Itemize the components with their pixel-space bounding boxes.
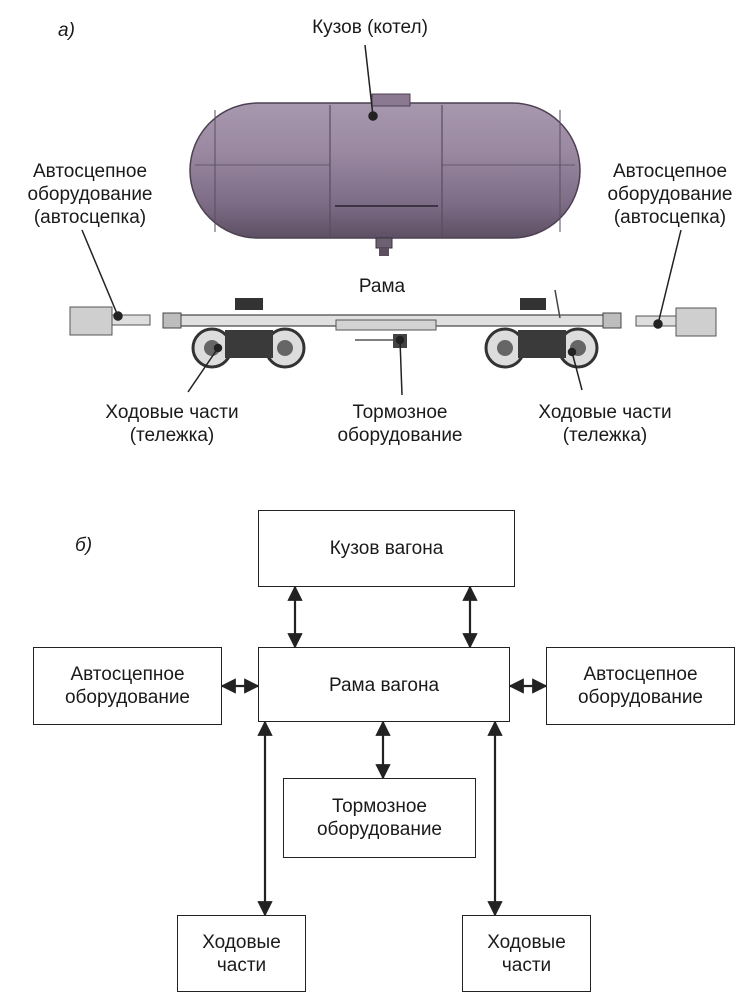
tank-body xyxy=(189,93,581,256)
bogie-left xyxy=(191,327,306,369)
bogie-right xyxy=(484,327,599,369)
callout-bogie-left: Ходовые части (тележка) xyxy=(105,402,239,446)
panel-b-label: б) xyxy=(75,535,93,556)
box-bogie-right: Ходовые части xyxy=(462,915,591,992)
panel-a-label: а) xyxy=(58,20,75,41)
callout-body: Кузов (котел) xyxy=(312,17,428,38)
callout-coupler-left: Автосцепное оборудование (автосцепка) xyxy=(27,161,153,228)
box-car-frame: Рама вагона xyxy=(258,647,510,722)
box-brake-equipment: Тормозное оборудование xyxy=(283,778,476,858)
callout-frame: Рама xyxy=(358,276,406,297)
box-coupler-left: Автосцепное оборудование xyxy=(33,647,222,725)
callout-brake: Тормозное оборудование xyxy=(337,402,463,446)
coupler-left xyxy=(69,306,151,336)
box-coupler-right: Автосцепное оборудование xyxy=(546,647,735,725)
callout-coupler-right: Автосцепное оборудование (автосцепка) xyxy=(607,161,733,228)
callout-bogie-right: Ходовые части (тележка) xyxy=(538,402,672,446)
box-car-body: Кузов вагона xyxy=(258,510,515,587)
box-bogie-left: Ходовые части xyxy=(177,915,306,992)
frame xyxy=(162,289,622,331)
tank-car-illustration xyxy=(69,44,717,396)
